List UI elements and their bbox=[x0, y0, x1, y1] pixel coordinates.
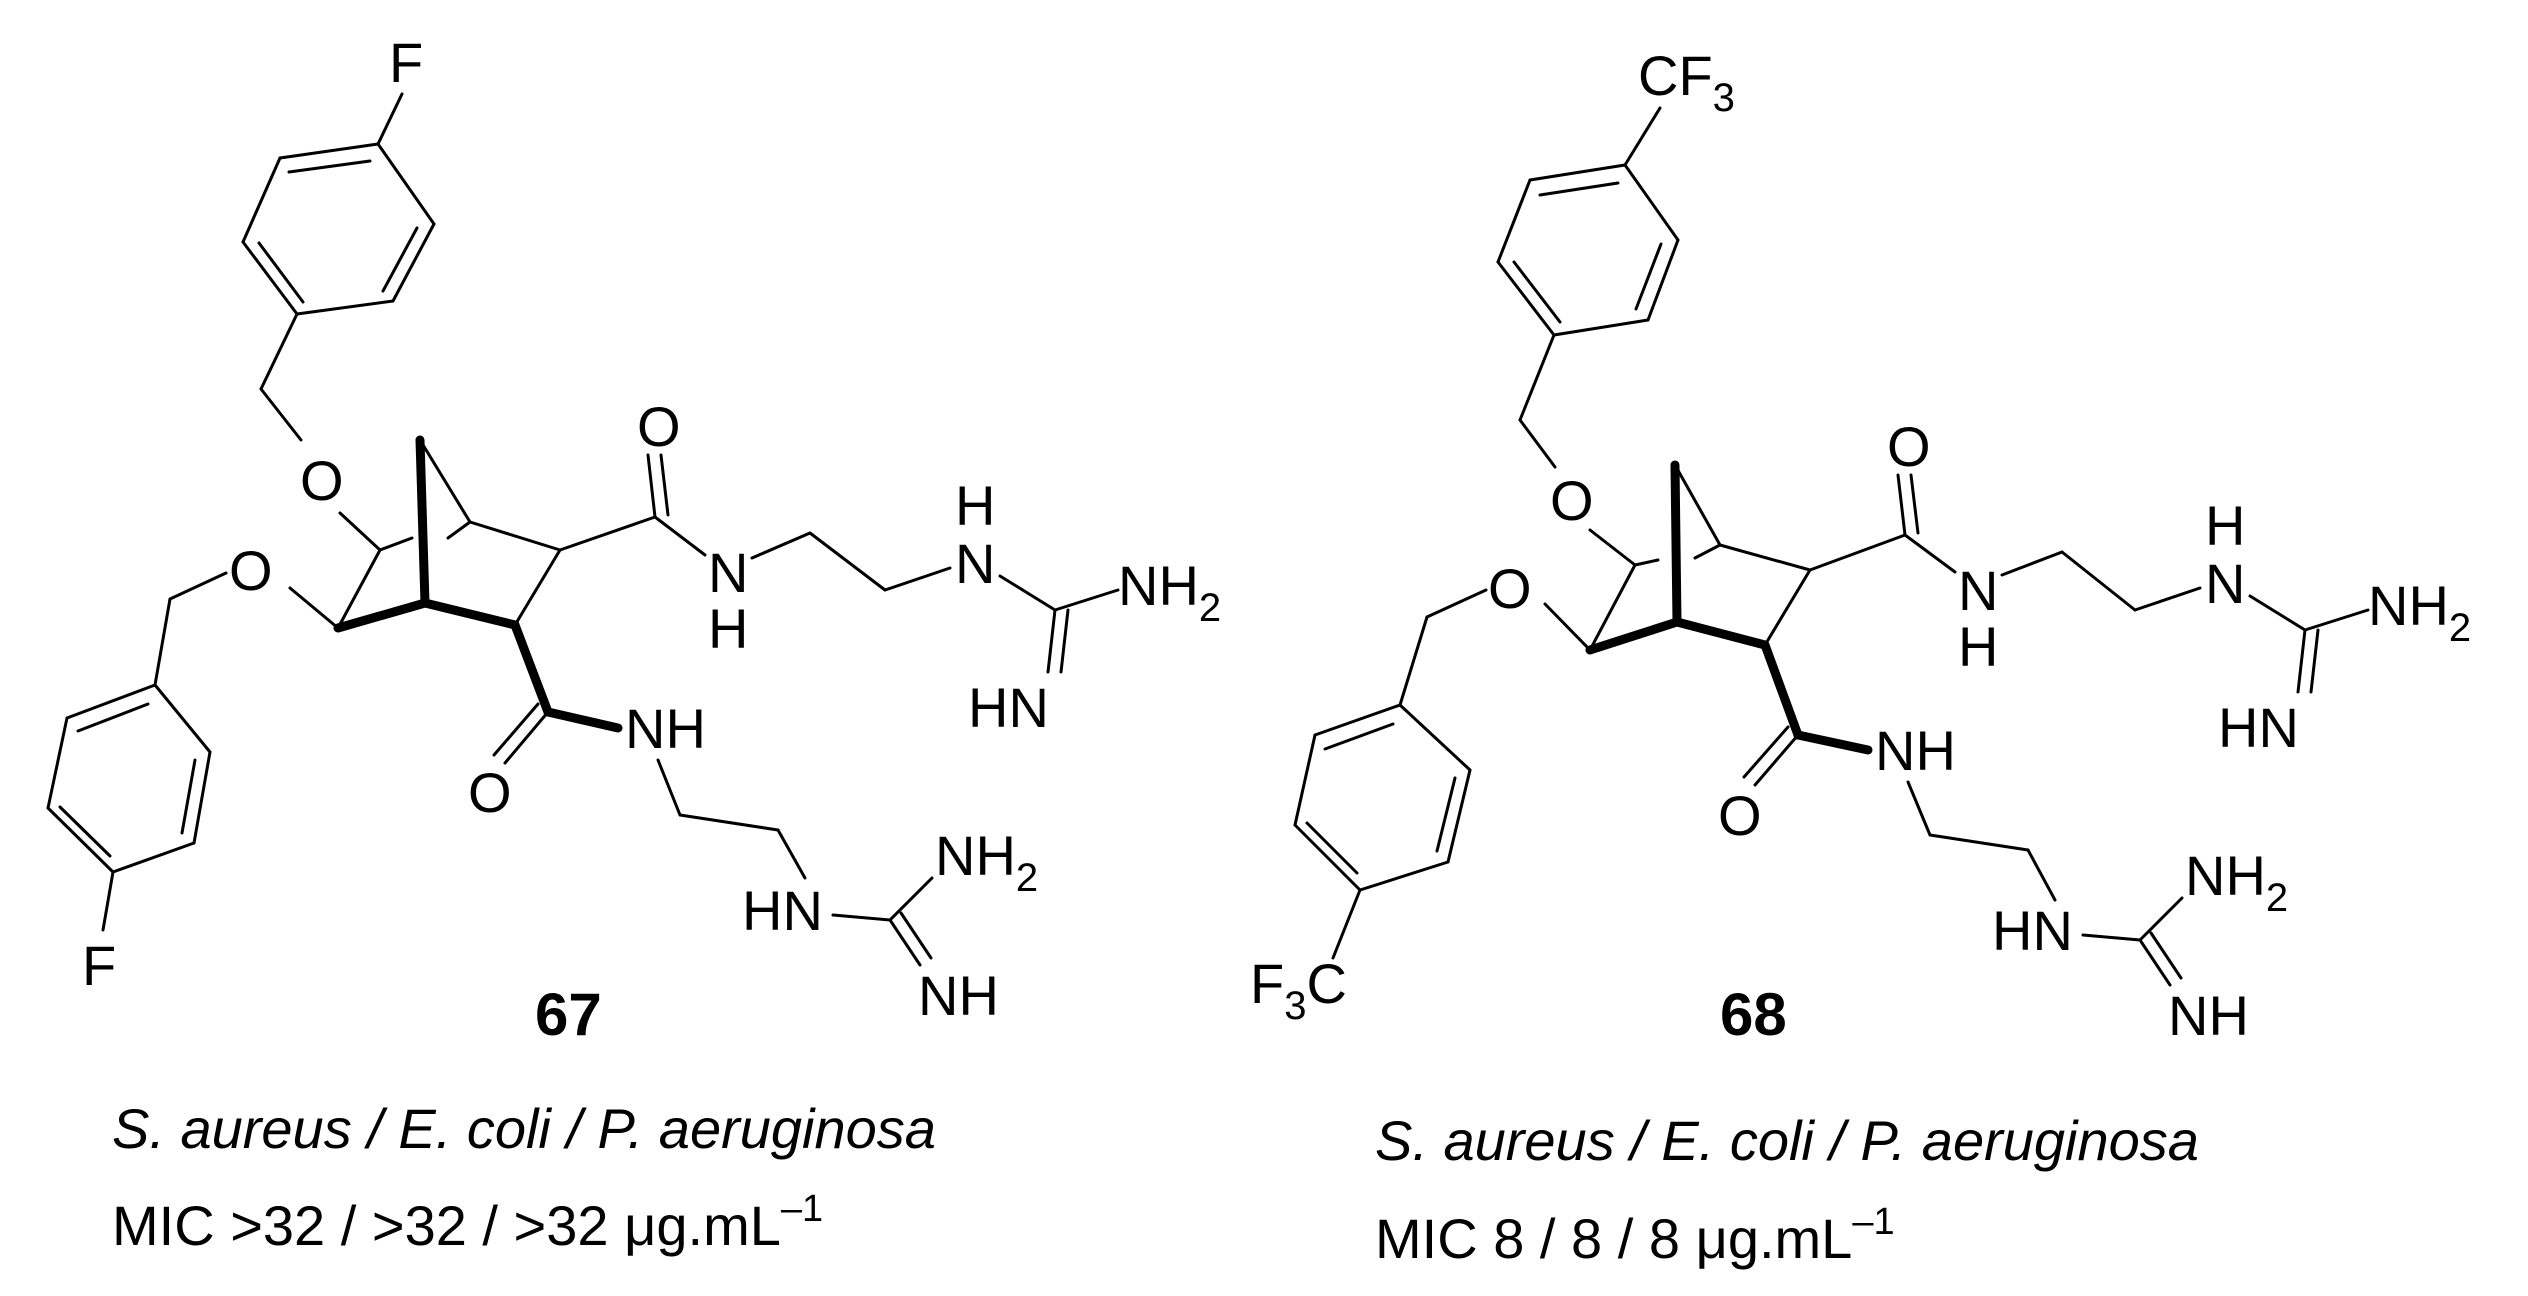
atom-nh2-guan1-67: NH2 bbox=[1118, 554, 1221, 630]
atom-nh2-guan2-68: NH2 bbox=[2185, 844, 2288, 920]
organisms-caption-68: S. aureus / E. coli / P. aeruginosa bbox=[1375, 1109, 2199, 1172]
atom-h-amide1-67: H bbox=[708, 597, 748, 660]
atom-nh2-guan2-67: NH2 bbox=[935, 824, 1038, 900]
ring-bottom-67 bbox=[46, 683, 212, 932]
atom-hn-guan2-68: HN bbox=[1992, 899, 2073, 962]
ring-top-67 bbox=[241, 92, 436, 316]
ring-bottom-68 bbox=[1293, 703, 1472, 892]
atom-nh2-guan1-68: NH2 bbox=[2368, 574, 2471, 650]
atom-n-guan1-68: N bbox=[2205, 552, 2245, 615]
atom-h-guan1-67: H bbox=[955, 474, 995, 537]
atom-o-lower-68: O bbox=[1488, 557, 1532, 620]
mic-caption-68: MIC 8 / 8 / 8 μg.mL–1 bbox=[1375, 1201, 1895, 1270]
atom-o-amide2-68: O bbox=[1718, 784, 1762, 847]
atom-cf3-top-68: CF3 bbox=[1638, 44, 1735, 120]
atom-h-amide1-68: H bbox=[1958, 615, 1998, 678]
compound-label-68: 68 bbox=[1720, 981, 1787, 1048]
atom-f-bottom-67: F bbox=[82, 934, 116, 997]
atom-f-top-67: F bbox=[389, 31, 423, 94]
core-67 bbox=[333, 435, 562, 717]
atom-f3c-bottom-68: F3C bbox=[1250, 952, 1347, 1028]
atom-hn-guan1-68: HN bbox=[2218, 696, 2299, 759]
atom-n-amide1-67: N bbox=[708, 541, 748, 604]
atom-nh-amide2-67: NH bbox=[625, 697, 706, 760]
mic-caption-67: MIC >32 / >32 / >32 μg.mL–1 bbox=[112, 1188, 823, 1257]
atom-hn-guan1-67: HN bbox=[968, 676, 1049, 739]
core-68 bbox=[1585, 460, 1812, 740]
atom-o-amide1-68: O bbox=[1887, 415, 1931, 478]
organisms-caption-67: S. aureus / E. coli / P. aeruginosa bbox=[112, 1097, 936, 1160]
molecule-68: CF3 O O bbox=[1250, 44, 2471, 1047]
atom-n-guan1-67: N bbox=[955, 532, 995, 595]
molecule-67: F O O F bbox=[46, 31, 1221, 1027]
atom-o-upper-68: O bbox=[1550, 469, 1594, 532]
atom-n-amide1-68: N bbox=[1958, 559, 1998, 622]
atom-hn-guan2-67: HN bbox=[742, 879, 823, 942]
atom-o-amide1-67: O bbox=[637, 395, 681, 458]
compound-label-67: 67 bbox=[535, 981, 602, 1048]
atom-o-amide2-67: O bbox=[468, 761, 512, 824]
atom-nh-guan2-67: NH bbox=[918, 964, 999, 1027]
atom-nh-guan2-68: NH bbox=[2168, 984, 2249, 1047]
atom-h-guan1-68: H bbox=[2205, 494, 2245, 557]
atom-o-lower-67: O bbox=[229, 539, 273, 602]
ring-top-68 bbox=[1496, 163, 1680, 337]
atom-nh-amide2-68: NH bbox=[1875, 719, 1956, 782]
atom-o-upper-67: O bbox=[300, 449, 344, 512]
